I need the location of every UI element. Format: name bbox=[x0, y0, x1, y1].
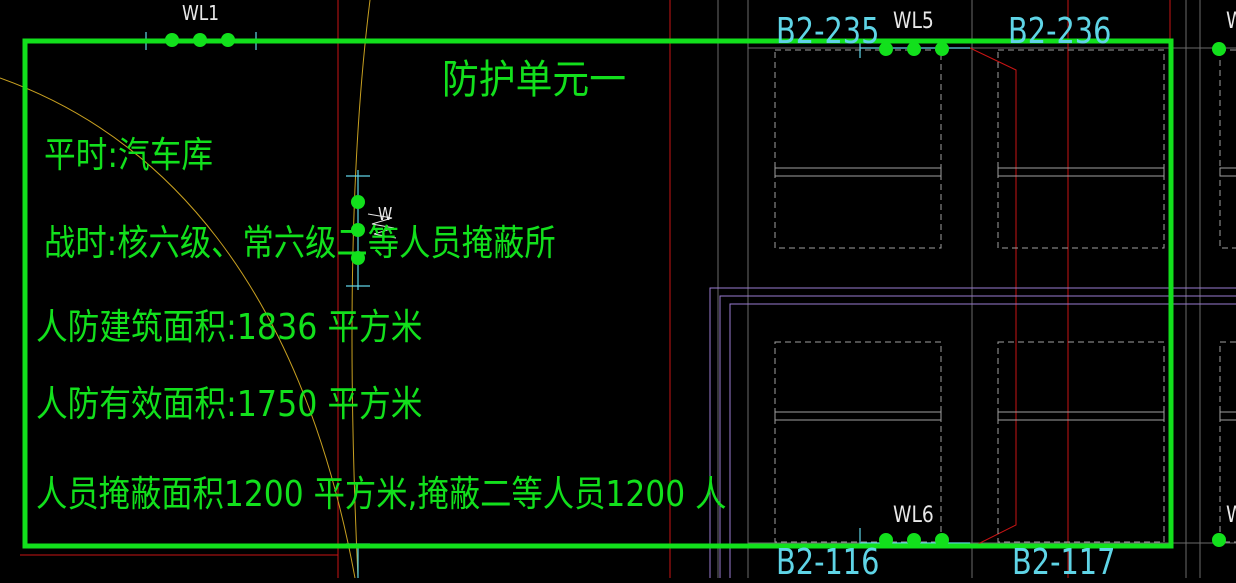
effective-area-text: 人防有效面积:1750 平方米 bbox=[36, 384, 423, 425]
marker-label-partial: W bbox=[378, 204, 393, 225]
room-label-b2-116: B2-116 bbox=[776, 542, 880, 583]
marker-label-wl5: WL5 bbox=[893, 9, 934, 34]
building-area-text: 人防建筑面积:1836 平方米 bbox=[36, 307, 423, 348]
structural-grid-lines bbox=[717, 0, 1236, 578]
dashed-room-boxes bbox=[774, 49, 1236, 543]
room-label-b2-117: B2-117 bbox=[1012, 542, 1116, 583]
unit-title: 防护单元一 bbox=[442, 57, 626, 103]
peacetime-use-text: 平时:汽车库 bbox=[44, 135, 214, 176]
marker-label-wl6: WL6 bbox=[893, 503, 934, 528]
wartime-use-text: 战时:核六级、常六级二等人员掩蔽所 bbox=[44, 223, 556, 264]
marker-label-wl1: WL1 bbox=[182, 1, 220, 25]
marker-dots bbox=[165, 33, 1226, 547]
protection-unit-boundary[interactable] bbox=[22, 38, 1174, 549]
shelter-summary-text: 人员掩蔽面积1200 平方米,掩蔽二等人员1200 人 bbox=[36, 474, 727, 515]
marker-label-right-top: W bbox=[1226, 11, 1236, 33]
break-symbol bbox=[367, 213, 397, 239]
red-wall-lines bbox=[20, 0, 1171, 578]
marker-label-right-bottom: W bbox=[1226, 505, 1236, 527]
room-label-b2-235: B2-235 bbox=[776, 11, 880, 52]
room-beams bbox=[774, 167, 1236, 421]
purple-outline-lines bbox=[709, 287, 1236, 578]
room-label-b2-236: B2-236 bbox=[1008, 11, 1112, 52]
